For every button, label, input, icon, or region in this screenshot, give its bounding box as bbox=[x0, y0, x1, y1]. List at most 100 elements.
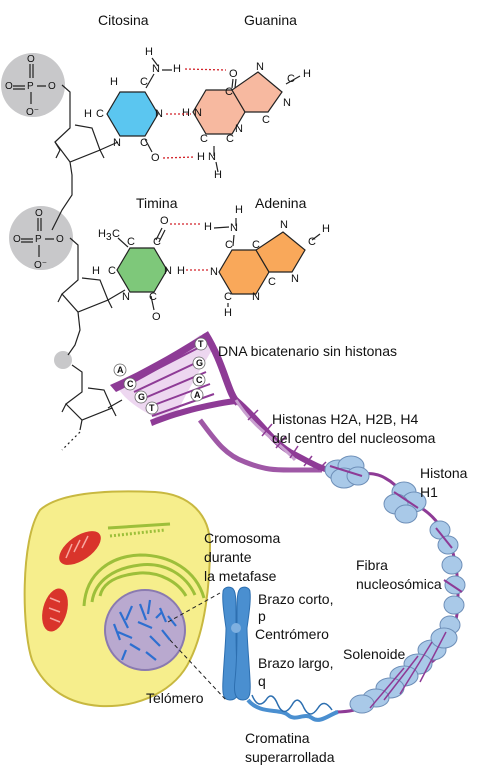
svg-text:N: N bbox=[252, 291, 260, 303]
svg-text:H: H bbox=[322, 223, 330, 235]
metaphase-chromosome-label-line1: Cromosoma bbox=[204, 530, 280, 546]
adenine-label: Adenina bbox=[255, 195, 307, 211]
svg-text:C: C bbox=[196, 375, 203, 385]
svg-text:A: A bbox=[194, 390, 201, 400]
svg-text:O: O bbox=[151, 152, 160, 164]
svg-text:O: O bbox=[48, 81, 56, 92]
svg-text:T: T bbox=[198, 339, 204, 349]
svg-text:O⁻: O⁻ bbox=[26, 107, 39, 118]
svg-text:T: T bbox=[149, 403, 155, 413]
svg-text:C: C bbox=[149, 291, 157, 303]
svg-text:H: H bbox=[204, 221, 212, 233]
histones-core-label-line2: del centro del nucleosoma bbox=[272, 430, 436, 446]
svg-text:G: G bbox=[138, 392, 145, 402]
svg-text:N: N bbox=[235, 123, 243, 135]
supercoiled-chromatin-label-line2: superarrollada bbox=[245, 749, 335, 765]
telomere-label: Telómero bbox=[146, 690, 204, 706]
svg-text:N: N bbox=[164, 265, 172, 277]
svg-text:N: N bbox=[152, 63, 160, 75]
svg-text:C: C bbox=[140, 137, 148, 149]
svg-text:A: A bbox=[117, 365, 124, 375]
svg-text:P: P bbox=[35, 234, 42, 245]
metaphase-chromosome-label-line3: la metafase bbox=[204, 568, 277, 584]
svg-text:C: C bbox=[127, 236, 135, 248]
phosphate-group-2 bbox=[9, 206, 73, 270]
phosphate-group-3 bbox=[54, 351, 72, 369]
svg-text:H: H bbox=[173, 63, 181, 75]
endoplasmic-reticulum bbox=[82, 522, 206, 607]
svg-text:H: H bbox=[224, 307, 232, 319]
svg-text:H: H bbox=[110, 76, 118, 88]
svg-text:O: O bbox=[13, 234, 21, 245]
metaphase-chromosome-label-line2: durante bbox=[204, 549, 252, 565]
svg-text:O: O bbox=[5, 81, 13, 92]
svg-text:H: H bbox=[177, 265, 185, 277]
cytosine-guanine-pair: Citosina Guanina H C C H N C N O N H H O… bbox=[84, 12, 311, 181]
svg-text:N: N bbox=[113, 137, 121, 149]
phosphate-1-atoms: O O P O O⁻ bbox=[5, 54, 56, 118]
svg-text:N: N bbox=[122, 291, 130, 303]
svg-text:C: C bbox=[225, 86, 233, 98]
svg-text:C: C bbox=[200, 133, 208, 145]
svg-text:O: O bbox=[229, 68, 238, 80]
svg-text:O: O bbox=[160, 215, 169, 227]
chromosomes-in-nucleus bbox=[112, 599, 177, 661]
svg-text:N: N bbox=[230, 222, 238, 234]
svg-text:H: H bbox=[303, 68, 311, 80]
guanine-ring-6 bbox=[193, 90, 245, 134]
svg-text:H: H bbox=[197, 151, 205, 163]
svg-text:C: C bbox=[262, 114, 270, 126]
centromere-label: Centrómero bbox=[255, 626, 329, 642]
thymine-label: Timina bbox=[136, 195, 178, 211]
svg-text:H: H bbox=[214, 169, 222, 181]
supercoiled-chromatin-label-line1: Cromatina bbox=[245, 730, 310, 746]
svg-text:H: H bbox=[145, 46, 153, 58]
long-arm-label-line2: q bbox=[258, 673, 266, 689]
short-arm-label-line1: Brazo corto, bbox=[258, 591, 333, 607]
svg-text:P: P bbox=[27, 81, 34, 92]
histones-core-label-line1: Histonas H2A, H2B, H4 bbox=[272, 411, 418, 427]
svg-text:C: C bbox=[96, 108, 104, 120]
svg-text:C: C bbox=[140, 76, 148, 88]
adenine-ring-6 bbox=[219, 250, 269, 294]
svg-text:N: N bbox=[283, 97, 291, 109]
svg-text:H: H bbox=[98, 228, 106, 240]
svg-text:N: N bbox=[194, 107, 202, 119]
nucleosome-fiber-label-line2: nucleosómica bbox=[356, 576, 442, 592]
solenoid-label: Solenoide bbox=[343, 646, 405, 662]
svg-text:N: N bbox=[155, 108, 163, 120]
svg-text:O: O bbox=[152, 311, 161, 323]
supercoiled-chromatin bbox=[246, 694, 339, 722]
svg-text:N: N bbox=[208, 151, 216, 163]
phosphate-group-1 bbox=[1, 53, 65, 117]
svg-text:C: C bbox=[226, 133, 234, 145]
svg-text:C: C bbox=[112, 228, 120, 240]
short-arm-label-line2: p bbox=[258, 608, 266, 624]
svg-text:C: C bbox=[127, 379, 134, 389]
histone-h1-label-line1: Histona bbox=[420, 465, 468, 481]
svg-text:C: C bbox=[108, 265, 116, 277]
cytosine-ring bbox=[107, 92, 158, 136]
svg-text:C: C bbox=[224, 291, 232, 303]
svg-text:H: H bbox=[84, 108, 92, 120]
svg-text:O: O bbox=[27, 54, 35, 65]
mitochondrion-2 bbox=[42, 588, 68, 632]
svg-text:3: 3 bbox=[106, 232, 112, 243]
metaphase-chromosome bbox=[222, 586, 251, 701]
sugar-phosphate-backbone bbox=[1, 53, 126, 451]
mitochondrion-1 bbox=[59, 531, 101, 565]
svg-text:G: G bbox=[196, 358, 203, 368]
svg-text:N: N bbox=[256, 61, 264, 73]
solenoid bbox=[334, 627, 458, 714]
svg-text:C: C bbox=[308, 236, 316, 248]
svg-text:O⁻: O⁻ bbox=[34, 260, 47, 271]
svg-text:C: C bbox=[225, 239, 233, 251]
svg-text:C: C bbox=[252, 239, 260, 251]
svg-text:C: C bbox=[287, 73, 295, 85]
thymine-adenine-pair: Timina Adenina H 3 C C C O C H N H N C O… bbox=[92, 195, 330, 323]
long-arm-label-line1: Brazo largo, bbox=[258, 655, 333, 671]
thymine-ring bbox=[117, 248, 167, 292]
svg-text:N: N bbox=[291, 273, 299, 285]
svg-text:H: H bbox=[235, 204, 243, 216]
